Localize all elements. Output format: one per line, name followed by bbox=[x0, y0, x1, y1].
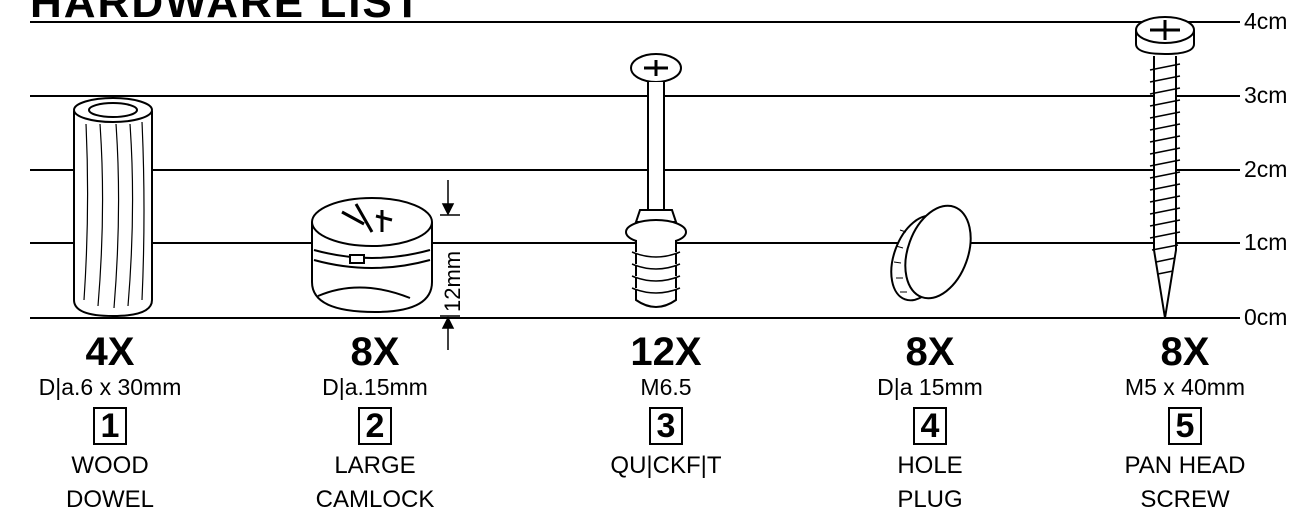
hardware-item-3: 12X M6.5 3 QU|CKF|T bbox=[561, 332, 771, 483]
dimension-12mm bbox=[440, 180, 460, 350]
item-quantity: 8X bbox=[1160, 330, 1210, 374]
item-spec: D|a.6 x 30mm bbox=[38, 374, 182, 400]
quickfit-bolt-icon bbox=[625, 53, 687, 308]
scale-label-4cm: 4cm bbox=[1244, 8, 1288, 34]
scale-label-3cm: 3cm bbox=[1244, 82, 1288, 108]
hardware-item-5: 8X M5 x 40mm 5 PAN HEAD SCREW bbox=[1080, 332, 1290, 517]
item-name-line-2: SCREW bbox=[1140, 486, 1230, 513]
dimension-label: 12mm bbox=[440, 250, 465, 312]
item-name-line-1: QU|CKF|T bbox=[610, 452, 722, 479]
item-spec: D|a.15mm bbox=[322, 374, 428, 400]
item-spec: M5 x 40mm bbox=[1124, 374, 1246, 400]
item-name-line-1: PAN HEAD bbox=[1124, 452, 1246, 479]
camlock-icon bbox=[311, 197, 433, 314]
item-number: 2 bbox=[358, 407, 392, 445]
item-spec: D|a 15mm bbox=[877, 374, 983, 400]
item-name-line-1: HOLE bbox=[897, 452, 963, 479]
item-name-line-2: PLUG bbox=[897, 486, 963, 513]
item-quantity: 8X bbox=[905, 330, 955, 374]
hardware-item-4: 8X D|a 15mm 4 HOLE PLUG bbox=[825, 332, 1035, 517]
scale-label-0cm: 0cm bbox=[1244, 304, 1288, 330]
item-number: 5 bbox=[1168, 407, 1202, 445]
item-name-line-1: WOOD bbox=[71, 452, 149, 479]
item-name-line-1: LARGE bbox=[334, 452, 416, 479]
item-quantity: 4X bbox=[85, 330, 135, 374]
pan-head-screw-icon bbox=[1135, 16, 1195, 319]
item-quantity: 8X bbox=[350, 330, 400, 374]
scale-label-1cm: 1cm bbox=[1244, 229, 1288, 255]
hole-plug-icon bbox=[890, 204, 972, 302]
hardware-item-2: 8X D|a.15mm 2 LARGE CAMLOCK bbox=[270, 332, 480, 517]
item-number: 4 bbox=[913, 407, 947, 445]
item-name-line-2: CAMLOCK bbox=[315, 486, 435, 513]
hardware-item-1: 4X D|a.6 x 30mm 1 WOOD DOWEL bbox=[5, 332, 215, 517]
wood-dowel-icon bbox=[73, 97, 153, 318]
item-number: 1 bbox=[93, 407, 127, 445]
item-spec: M6.5 bbox=[640, 374, 692, 400]
item-name-line-2: DOWEL bbox=[65, 486, 154, 513]
scale-label-2cm: 2cm bbox=[1244, 156, 1288, 182]
item-quantity: 12X bbox=[630, 330, 702, 374]
item-number: 3 bbox=[649, 407, 683, 445]
